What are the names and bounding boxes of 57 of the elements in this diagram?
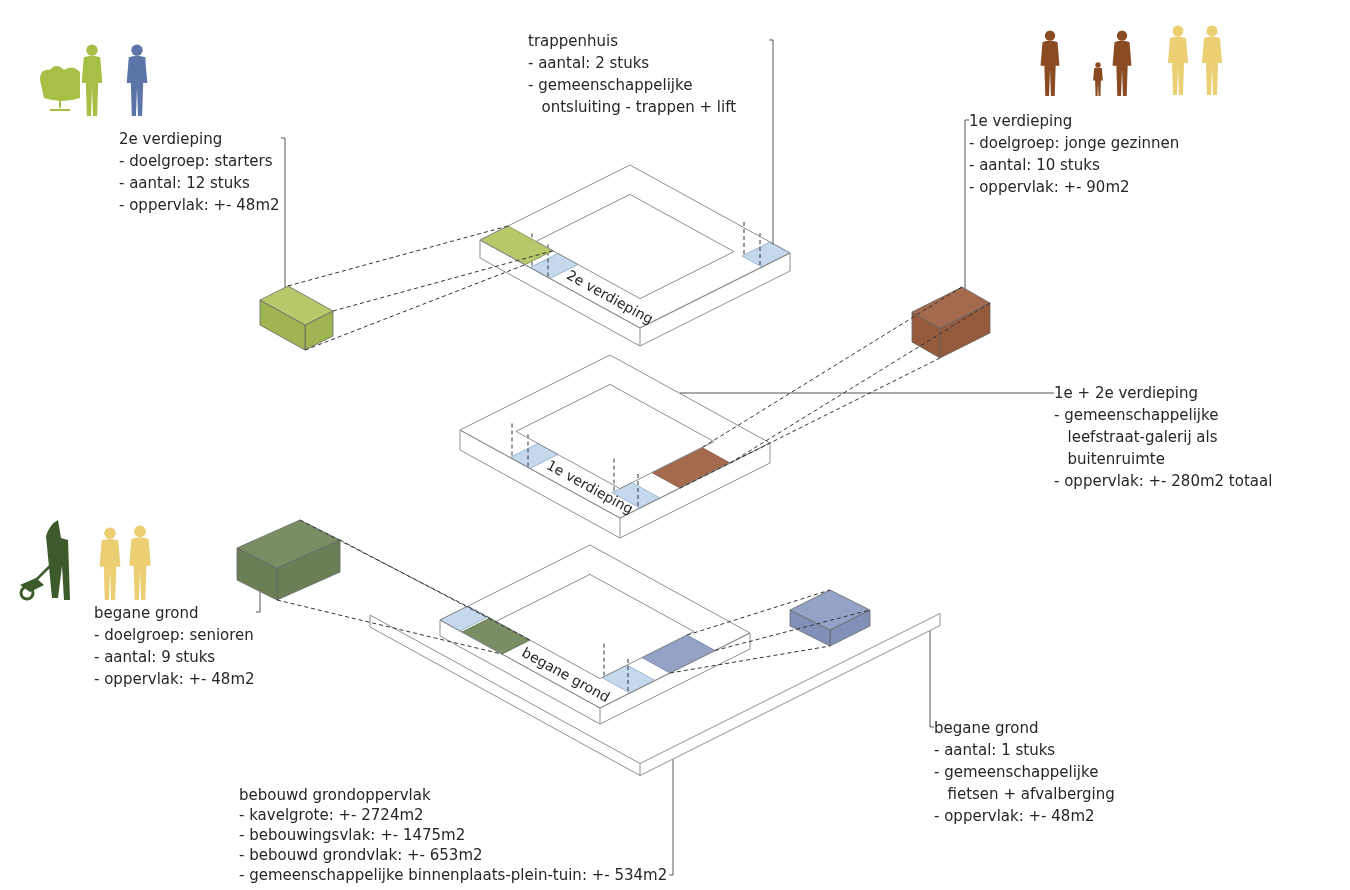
bullet-item: - oppervlak: +- 48m2 (934, 806, 1096, 827)
projection-line (332, 250, 554, 312)
projection-line (701, 286, 963, 449)
bullet-item: - kavelgrote: +- 2724m2 (239, 805, 425, 825)
storage-unit (789, 589, 871, 647)
floor-slab (459, 354, 771, 539)
bullet-item: - aantal: 10 stuks (969, 155, 1101, 176)
projection-line (304, 264, 526, 351)
bullet-item: - aantal: 12 stuks (119, 173, 251, 194)
projection-line (679, 357, 941, 489)
stair-core (741, 221, 791, 268)
leader-line (768, 39, 774, 245)
apartment-unit (259, 285, 334, 351)
projection-line (299, 519, 491, 619)
heading-text: 2e verdieping (119, 129, 224, 150)
leader-line (929, 630, 935, 728)
heading-text: begane grond (94, 603, 200, 624)
bullet-item: - doelgroep: senioren (94, 625, 255, 646)
heading-text: 1e + 2e verdieping (1054, 383, 1200, 404)
projection-line (339, 539, 531, 641)
projection-line (686, 589, 831, 636)
apartment-unit (479, 225, 554, 266)
projection-line (276, 599, 503, 655)
bullet-item: - gemeenschappelijke binnenplaats-plein-tuin: +- 534m2 (239, 865, 669, 885)
heading-text: begane grond (934, 718, 1040, 739)
bullet-item: - oppervlak: +- 48m2 (119, 195, 281, 216)
bullet-item: - doelgroep: starters (119, 151, 274, 172)
leader-line (280, 137, 286, 288)
bullet-item: - doelgroep: jonge gezinnen (969, 133, 1181, 154)
storage-unit (641, 634, 716, 674)
bullet-item: - oppervlak: +- 90m2 (969, 177, 1131, 198)
leader-line (679, 392, 1055, 394)
bullet-item: - gemeenschappelijke fietsen + afvalberging (934, 762, 1116, 805)
heading-text: bebouwd grondoppervlak (239, 785, 432, 805)
apartment-unit (911, 286, 991, 359)
floor-slab (479, 164, 791, 347)
projection-line (287, 225, 509, 287)
heading-text: trappenhuis (528, 31, 619, 52)
bullet-item: - bebouwingsvlak: +- 1475m2 (239, 825, 467, 845)
apartment-unit (236, 519, 341, 601)
apartment-unit (651, 447, 731, 489)
floor-slab (439, 544, 751, 725)
bullet-item: - aantal: 2 stuks (528, 53, 651, 74)
bullet-item: - oppervlak: +- 280m2 totaal (1054, 471, 1274, 492)
bullet-item: - aantal: 9 stuks (94, 647, 217, 668)
bullet-item: - oppervlak: +- 48m2 (94, 669, 256, 690)
projection-line (714, 609, 871, 651)
bullet-item: - gemeenschappelijke ontsluiting - trappen + lift (528, 75, 738, 118)
leader-line (255, 591, 261, 613)
bullet-item: - bebouwd grondvlak: +- 653m2 (239, 845, 484, 865)
bullet-item: - gemeenschappelijke leefstraat-galerij als buitenruimte (1054, 405, 1220, 470)
bullet-item: - aantal: 1 stuks (934, 740, 1057, 761)
projection-line (729, 302, 991, 464)
leader-line (964, 119, 970, 289)
projection-line (669, 645, 831, 674)
leader-line (668, 759, 674, 876)
heading-text: 1e verdieping (969, 111, 1074, 132)
